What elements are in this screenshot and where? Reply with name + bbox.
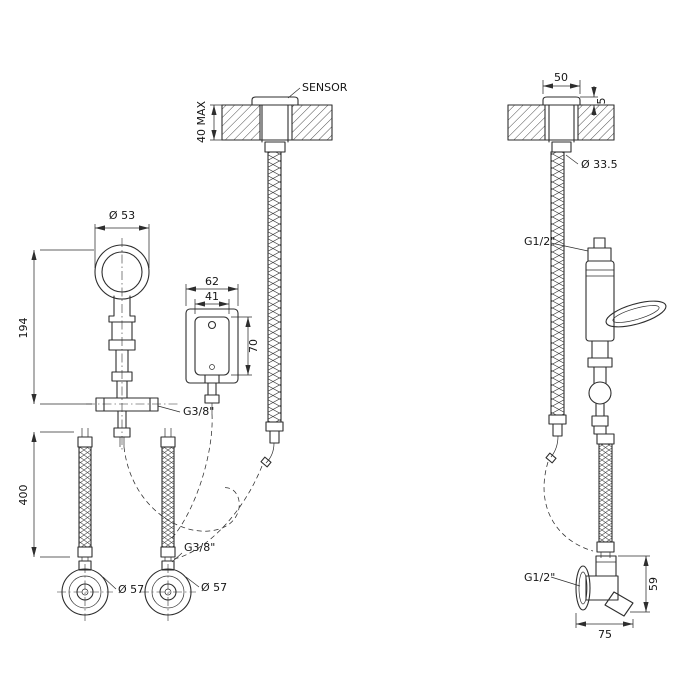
valve-left-diameter-label: Ø 57 (118, 583, 144, 596)
dim-spout-height: 194 (17, 249, 94, 405)
valve-thread-side-callout: G1/2" (524, 571, 581, 587)
sensor-cable-side (543, 151, 594, 552)
dim-box-outer-width: 62 (185, 275, 239, 306)
dim-hose-length: 400 (17, 431, 74, 558)
ceiling-max-label: 40 MAX (195, 101, 208, 144)
wall-valve-side (575, 555, 634, 617)
sensor-label: SENSOR (302, 81, 348, 94)
valve-left-diameter-callout: Ø 57 (102, 576, 144, 596)
valve-right-diameter-callout: Ø 57 (185, 576, 227, 594)
routing-curves (123, 413, 263, 560)
valve-thread-side-label: G1/2" (524, 571, 555, 584)
supply-hose-side (596, 433, 615, 558)
faucet-body-front (86, 295, 178, 447)
top-thread-callout: G1/2" (524, 235, 589, 252)
side-view: 50 5 Ø 33.5 G1/2" (507, 71, 667, 641)
top-thread-label: G1/2" (524, 235, 555, 248)
inlet-thread-callout: G3/8" (157, 405, 214, 418)
sensor-head (251, 96, 299, 153)
valve-right-diameter-label: Ø 57 (201, 581, 227, 594)
escutcheon-width-label: 50 (554, 71, 568, 84)
wall-valve-left (57, 560, 113, 621)
inlet-thread-label: G3/8" (183, 405, 214, 418)
dim-escutcheon-thickness: 5 (580, 86, 608, 116)
ceiling-section-side (507, 104, 615, 141)
spout-diameter-label: Ø 53 (109, 209, 135, 222)
box-outer-width-label: 62 (205, 275, 219, 288)
control-box (185, 308, 239, 414)
escutcheon-thickness-label: 5 (595, 98, 608, 105)
dim-box-height: 70 (231, 316, 260, 376)
hole-diameter-callout: Ø 33.5 (565, 154, 618, 171)
supply-hose-left (77, 428, 93, 561)
ceiling-section-center (221, 104, 333, 141)
hose-length-label: 400 (17, 485, 30, 506)
dim-valve-height: 59 (618, 555, 660, 613)
wall-valve-right (140, 560, 196, 621)
spout-height-label: 194 (17, 318, 30, 339)
dim-spout-diameter: Ø 53 (94, 209, 150, 268)
sensor-cable-center (260, 151, 284, 468)
dim-valve-depth: 75 (575, 613, 634, 641)
box-height-label: 70 (247, 339, 260, 353)
dim-box-inner-width: 41 (194, 290, 230, 314)
valve-thread-callout: G3/8" (171, 541, 215, 563)
ceiling-view: SENSOR 40 MAX (195, 81, 348, 468)
spout-front (94, 244, 150, 300)
supply-hose-right (160, 428, 176, 561)
valve-height-label: 59 (647, 577, 660, 591)
hole-diameter-label: Ø 33.5 (581, 158, 618, 171)
valve-depth-label: 75 (598, 628, 612, 641)
front-view: Ø 53 194 62 4 (17, 209, 263, 621)
box-inner-width-label: 41 (205, 290, 219, 303)
sensor-callout: SENSOR (287, 81, 348, 99)
dim-escutcheon-width: 50 (542, 71, 581, 94)
faucet-side (585, 237, 667, 435)
dim-ceiling-max: 40 MAX (195, 101, 222, 144)
